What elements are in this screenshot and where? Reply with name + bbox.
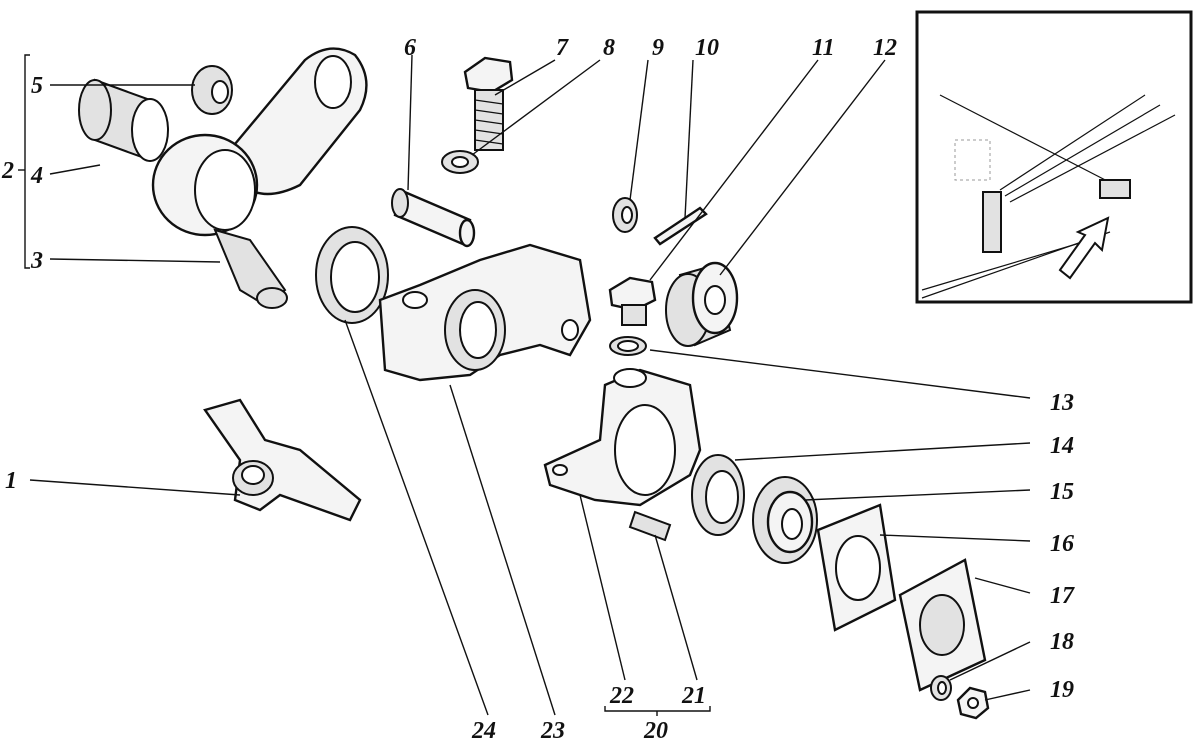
part-1-lever xyxy=(203,398,362,522)
part-21-stud xyxy=(628,510,672,542)
part-7-bolt xyxy=(463,56,514,151)
part-4-sleeve xyxy=(78,78,169,162)
label-2: 2 xyxy=(1,158,14,184)
label-21: 21 xyxy=(681,683,706,709)
label-23: 23 xyxy=(540,718,565,741)
label-18: 18 xyxy=(1050,629,1074,655)
label-14: 14 xyxy=(1050,433,1074,459)
part-14-bushing xyxy=(691,454,745,536)
part-8-washer xyxy=(441,150,479,174)
part-23-pitman-arm xyxy=(378,243,592,382)
label-22: 22 xyxy=(609,683,634,709)
part-6-pin xyxy=(391,188,476,248)
location-inset xyxy=(915,10,1193,304)
part-3-steering-arm xyxy=(151,47,368,309)
label-7: 7 xyxy=(556,35,569,61)
leader-lines xyxy=(18,54,1031,716)
label-5: 5 xyxy=(31,73,43,99)
part-16-gasket xyxy=(816,503,897,632)
label-16: 16 xyxy=(1050,531,1074,557)
label-15: 15 xyxy=(1050,479,1074,505)
arrow-icon xyxy=(1058,216,1110,280)
part-9-washer xyxy=(612,197,638,233)
label-1: 1 xyxy=(5,468,17,494)
chassis-rods xyxy=(921,94,1176,299)
label-10: 10 xyxy=(695,35,719,61)
label-24: 24 xyxy=(471,718,496,741)
label-20: 20 xyxy=(643,718,668,741)
label-11: 11 xyxy=(812,35,835,61)
label-12: 12 xyxy=(873,35,897,61)
part-11-plug xyxy=(608,276,657,326)
part-22-housing xyxy=(543,368,702,507)
part-10-cotter-pin xyxy=(653,206,708,246)
part-5-bushing xyxy=(191,65,233,115)
label-13: 13 xyxy=(1050,390,1074,416)
part-labels: 1 2 3 4 5 6 7 8 9 10 11 12 13 14 15 16 1… xyxy=(1,35,1075,741)
label-9: 9 xyxy=(652,35,664,61)
part-18-washer xyxy=(930,675,952,701)
label-17: 17 xyxy=(1050,583,1075,609)
label-6: 6 xyxy=(404,35,416,61)
part-17-cover xyxy=(898,558,987,692)
part-13-seal-ring xyxy=(609,336,647,356)
part-12-roller xyxy=(665,261,739,347)
label-3: 3 xyxy=(30,248,43,274)
part-19-nut xyxy=(956,686,990,720)
part-24-ring xyxy=(315,226,389,324)
part-15-bearing xyxy=(752,476,818,564)
label-8: 8 xyxy=(603,35,615,61)
label-19: 19 xyxy=(1050,677,1074,703)
label-4: 4 xyxy=(30,163,43,189)
